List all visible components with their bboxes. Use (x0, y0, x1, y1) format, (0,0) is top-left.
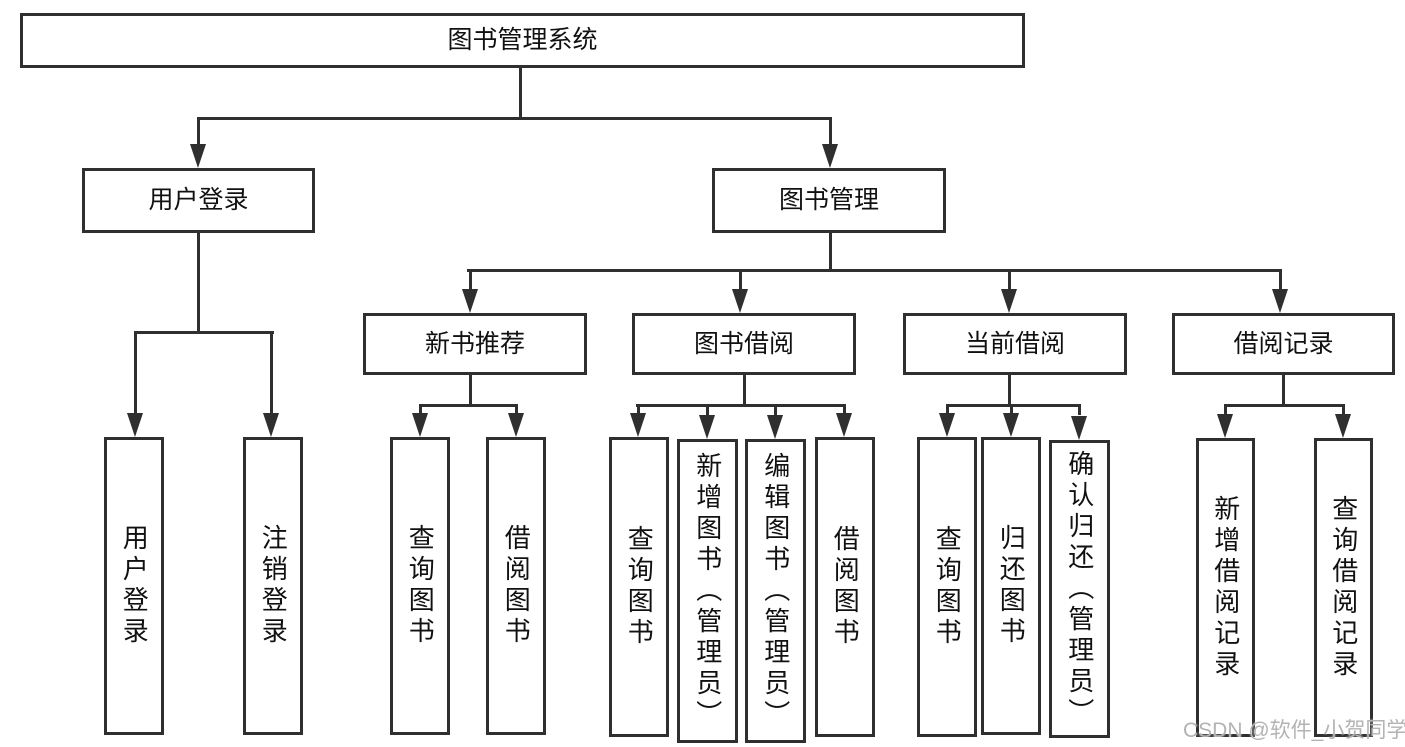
node-book-management: 图书管理 (712, 168, 946, 233)
node-new-book-recommend: 新书推荐 (363, 313, 587, 375)
leaf-bb-edit-book-admin: 编辑图书（管理员） (745, 439, 806, 743)
connector-to-user-login (197, 117, 200, 147)
connector-user-login-drop (197, 233, 200, 334)
arrowhead-down (939, 413, 955, 437)
connector-br-hline (1224, 404, 1345, 407)
connector-book-management-drop (829, 233, 832, 272)
connector-bb-hline (636, 404, 845, 407)
connector-root-drop (519, 68, 522, 120)
leaf-br-query-record-label: 查询借阅记录 (1328, 494, 1359, 681)
leaf-cb-return-book: 归还图书 (981, 437, 1041, 735)
arrowhead-down (630, 413, 646, 437)
leaf-nbr-query-book: 查询图书 (390, 437, 450, 735)
leaf-cb-query-book: 查询图书 (917, 437, 977, 737)
node-root: 图书管理系统 (20, 13, 1025, 68)
node-user-login-label: 用户登录 (148, 186, 249, 214)
arrowhead-down (190, 144, 206, 168)
leaf-bb-add-book-admin-label: 新增图书（管理员） (692, 451, 723, 731)
arrowhead-down (1071, 416, 1087, 440)
arrowhead-down (1335, 414, 1351, 438)
leaf-nbr-query-book-label: 查询图书 (405, 524, 436, 648)
connector-user-login-hline (134, 331, 274, 334)
node-new-book-recommend-label: 新书推荐 (424, 329, 525, 358)
leaf-logout: 注销登录 (243, 437, 303, 735)
arrowhead-down (1272, 289, 1288, 313)
arrowhead-down (1217, 414, 1233, 438)
connector-to-br-add (1224, 404, 1227, 415)
leaf-bb-add-book-admin: 新增图书（管理员） (677, 439, 738, 743)
leaf-nbr-borrow-book-label: 借阅图书 (501, 524, 532, 648)
arrowhead-down (1001, 289, 1017, 313)
connector-to-leaf-user-login (134, 331, 137, 415)
leaf-cb-confirm-return-admin: 确认归还（管理员） (1049, 440, 1110, 738)
connector-nbr-hline (419, 404, 518, 407)
arrowhead-down (127, 413, 143, 437)
node-current-borrow: 当前借阅 (903, 313, 1127, 375)
arrowhead-down (699, 415, 715, 439)
arrowhead-down (263, 413, 279, 437)
connector-to-leaf-logout (270, 331, 273, 415)
leaf-user-login: 用户登录 (104, 437, 164, 735)
arrowhead-down (822, 144, 838, 168)
leaf-br-add-record-label: 新增借阅记录 (1210, 494, 1241, 681)
leaf-cb-return-book-label: 归还图书 (996, 524, 1027, 648)
connector-to-new-book-recommend (469, 269, 472, 291)
connector-to-cb-confirm (1078, 404, 1081, 415)
arrowhead-down (462, 289, 478, 313)
leaf-bb-borrow-book: 借阅图书 (815, 437, 875, 737)
connector-to-cb-query (946, 404, 949, 415)
connector-br-drop (1282, 374, 1285, 406)
node-book-borrow-label: 图书借阅 (693, 329, 794, 358)
node-borrow-records: 借阅记录 (1172, 313, 1395, 375)
leaf-bb-query-book: 查询图书 (609, 437, 669, 737)
arrowhead-down (732, 289, 748, 313)
connector-to-bb-query (637, 404, 640, 415)
node-borrow-records-label: 借阅记录 (1233, 329, 1334, 358)
connector-to-current-borrow (1008, 269, 1011, 291)
connector-bb-drop (743, 374, 746, 406)
leaf-br-add-record: 新增借阅记录 (1196, 438, 1255, 737)
arrowhead-down (1003, 413, 1019, 437)
watermark: CSDN @软件_小贺同学 (1183, 719, 1405, 742)
connector-to-nbr-borrow (515, 404, 518, 415)
leaf-bb-query-book-label: 查询图书 (624, 525, 655, 649)
connector-root-hline (197, 117, 832, 120)
connector-cb-drop (1008, 374, 1011, 406)
leaf-nbr-borrow-book: 借阅图书 (486, 437, 546, 735)
connector-to-cb-return (1010, 404, 1013, 415)
connector-to-bb-borrow (843, 404, 846, 415)
leaf-br-query-record: 查询借阅记录 (1314, 438, 1373, 737)
leaf-user-login-label: 用户登录 (119, 524, 150, 648)
node-user-login: 用户登录 (82, 168, 315, 233)
connector-cb-hline (946, 404, 1080, 407)
arrowhead-down (836, 413, 852, 437)
leaf-bb-edit-book-admin-label: 编辑图书（管理员） (760, 451, 791, 731)
node-book-management-label: 图书管理 (778, 186, 879, 214)
leaf-bb-borrow-book-label: 借阅图书 (830, 525, 861, 649)
leaf-cb-query-book-label: 查询图书 (932, 525, 963, 649)
arrowhead-down (767, 415, 783, 439)
connector-to-bb-add (706, 404, 709, 415)
connector-nbr-drop (469, 374, 472, 406)
node-current-borrow-label: 当前借阅 (964, 329, 1065, 358)
arrowhead-down (412, 413, 428, 437)
connector-to-book-management (829, 117, 832, 147)
connector-to-book-borrow (739, 269, 742, 291)
arrowhead-down (508, 413, 524, 437)
leaf-logout-label: 注销登录 (258, 524, 289, 648)
connector-to-bb-edit (774, 404, 777, 415)
node-book-borrow: 图书借阅 (632, 313, 856, 375)
node-root-label: 图书管理系统 (447, 26, 598, 54)
connector-to-br-query (1342, 404, 1345, 415)
leaf-cb-confirm-return-admin-label: 确认归还（管理员） (1064, 449, 1095, 729)
connector-to-nbr-query (419, 404, 422, 415)
connector-book-management-hline (467, 269, 1282, 272)
connector-to-borrow-records (1279, 269, 1282, 291)
